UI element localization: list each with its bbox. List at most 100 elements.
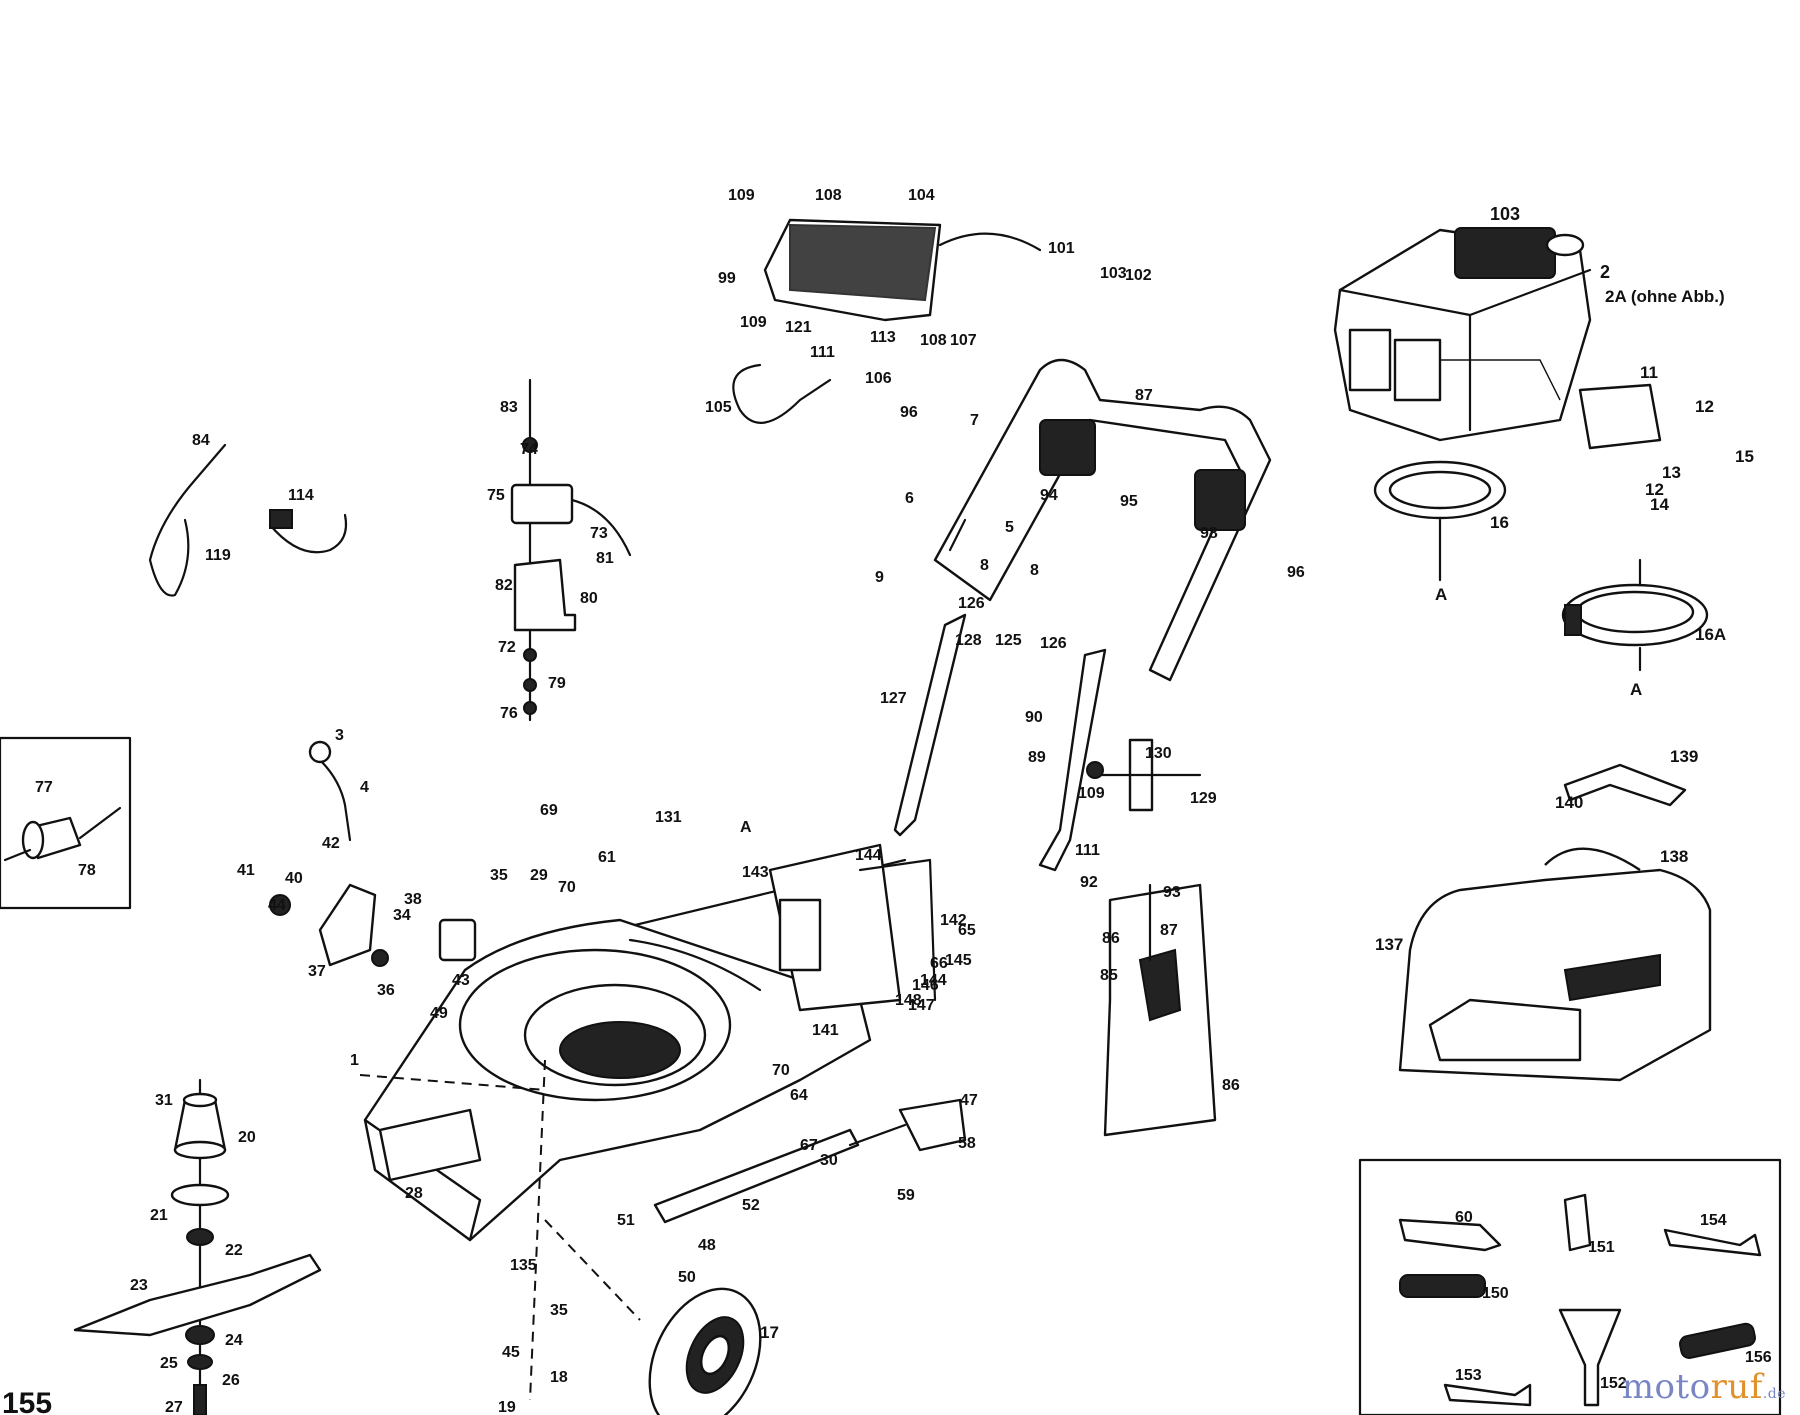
- part-number-label: 137: [1375, 935, 1403, 954]
- part-number-label: 152: [1600, 1375, 1627, 1392]
- part-number-label: 109: [728, 187, 755, 204]
- part-number-label: 114: [288, 487, 314, 504]
- part-number-label: 103: [1490, 204, 1520, 224]
- grass-bag-illustration: [1398, 763, 1712, 1082]
- part-number-label: 35: [550, 1302, 568, 1319]
- part-number-label: 16: [1490, 513, 1509, 532]
- part-number-label: A: [1435, 585, 1447, 604]
- watermark-brand-2: ruf: [1710, 1367, 1763, 1407]
- part-number-label: 151: [1588, 1239, 1615, 1256]
- part-number-label: 67: [800, 1137, 818, 1154]
- part-number-label: 101: [1048, 240, 1075, 257]
- mower-deck-illustration: [363, 858, 907, 1242]
- part-number-label: 58: [958, 1135, 976, 1152]
- flywheel-ring-alt-illustration: [1561, 558, 1709, 672]
- part-number-label: 83: [500, 399, 518, 416]
- part-number-label: 153: [1455, 1367, 1482, 1384]
- part-number-label: 21: [150, 1207, 168, 1224]
- part-number-label: 145: [945, 952, 972, 969]
- part-number-label: 2A (ohne Abb.): [1605, 287, 1725, 306]
- handle-bracket-illustration: [1103, 883, 1217, 1137]
- part-number-label: 41: [237, 862, 255, 879]
- part-number-label: 82: [495, 577, 513, 594]
- part-number-label: 111: [810, 344, 835, 361]
- part-number-label: 81: [596, 550, 614, 567]
- part-number-label: 20: [238, 1129, 256, 1146]
- part-number-label: 86: [1102, 930, 1120, 947]
- part-number-label: 42: [322, 835, 340, 852]
- part-number-label: 87: [1160, 922, 1178, 939]
- part-number-label: 34: [393, 907, 411, 924]
- part-number-label: 77: [35, 779, 53, 796]
- part-number-label: 95: [1120, 493, 1138, 510]
- tools-box: [1358, 1158, 1782, 1415]
- part-number-label: 74: [520, 441, 538, 458]
- part-number-label: 128: [955, 632, 982, 649]
- lower-handle-left-illustration: [893, 518, 967, 837]
- part-number-label: 22: [225, 1242, 243, 1259]
- part-number-label: 143: [742, 864, 769, 881]
- part-number-label: 15: [1735, 447, 1754, 466]
- part-number-label: 144: [920, 972, 947, 989]
- cable-tie-illustration: [148, 443, 227, 597]
- flywheel-ring-illustration: [1373, 460, 1507, 582]
- ignition-coil-illustration: [1578, 383, 1662, 450]
- part-number-label: 31: [155, 1092, 173, 1109]
- part-number-label: 109: [1078, 785, 1105, 802]
- part-number-label: 28: [405, 1185, 423, 1202]
- part-number-label: 6: [905, 490, 914, 507]
- part-number-label: 7: [970, 412, 979, 429]
- part-number-label: 150: [1482, 1285, 1509, 1302]
- part-number-label: 48: [698, 1237, 716, 1254]
- part-number-label: 98: [1200, 525, 1218, 542]
- part-number-label: A: [1630, 680, 1642, 699]
- part-number-label: 64: [790, 1087, 808, 1104]
- part-number-label: 102: [1125, 267, 1152, 284]
- part-number-label: 24: [225, 1332, 243, 1349]
- part-number-label: 78: [78, 862, 96, 879]
- part-number-label: 9: [875, 569, 884, 586]
- part-number-label: 129: [1190, 790, 1217, 807]
- grass-chute-frame-illustration: [768, 843, 937, 1012]
- part-number-label: 80: [580, 590, 598, 607]
- part-number-label: 4: [360, 779, 369, 796]
- part-number-label: 126: [1040, 635, 1067, 652]
- part-number-label: 59: [897, 1187, 915, 1204]
- part-number-label: 40: [285, 870, 303, 887]
- part-number-label: 107: [950, 332, 977, 349]
- inset-detail-box: [0, 736, 132, 910]
- part-number-label: 93: [1163, 884, 1181, 901]
- part-number-label: 144: [855, 847, 882, 864]
- part-number-label: 99: [718, 270, 736, 287]
- part-number-label: 154: [1700, 1212, 1727, 1229]
- part-number-label: 27: [165, 1399, 183, 1415]
- part-number-label: 72: [498, 639, 516, 656]
- part-number-label: 60: [1455, 1209, 1473, 1226]
- part-number-label: 96: [900, 404, 918, 421]
- part-number-label: 13: [1662, 463, 1681, 482]
- part-number-label: 3: [335, 727, 344, 744]
- upper-handle-illustration: [933, 358, 1272, 682]
- part-number-label: 8: [1030, 562, 1039, 579]
- part-number-label: 85: [1100, 967, 1118, 984]
- part-number-label: 75: [487, 487, 505, 504]
- part-number-label: 135: [510, 1257, 537, 1274]
- part-number-label: 141: [812, 1022, 839, 1039]
- part-number-label: 51: [617, 1212, 635, 1229]
- height-adjuster-illustration: [269, 740, 477, 967]
- part-number-label: 131: [655, 809, 682, 826]
- rear-wheel-illustration: [648, 1287, 762, 1415]
- part-number-label: 5: [1005, 519, 1014, 536]
- part-number-label: 147: [908, 997, 935, 1014]
- part-number-label: 45: [502, 1344, 520, 1361]
- part-number-label: 2: [1600, 262, 1610, 282]
- part-number-label: 89: [1028, 749, 1046, 766]
- part-number-label: 140: [1555, 793, 1583, 812]
- part-number-label: 155: [2, 1387, 52, 1415]
- part-number-label: 43: [452, 972, 470, 989]
- connector-illustration: [268, 509, 348, 554]
- part-number-label: 76: [500, 705, 518, 722]
- part-number-label: 90: [1025, 709, 1043, 726]
- part-number-label: 14: [1650, 495, 1669, 514]
